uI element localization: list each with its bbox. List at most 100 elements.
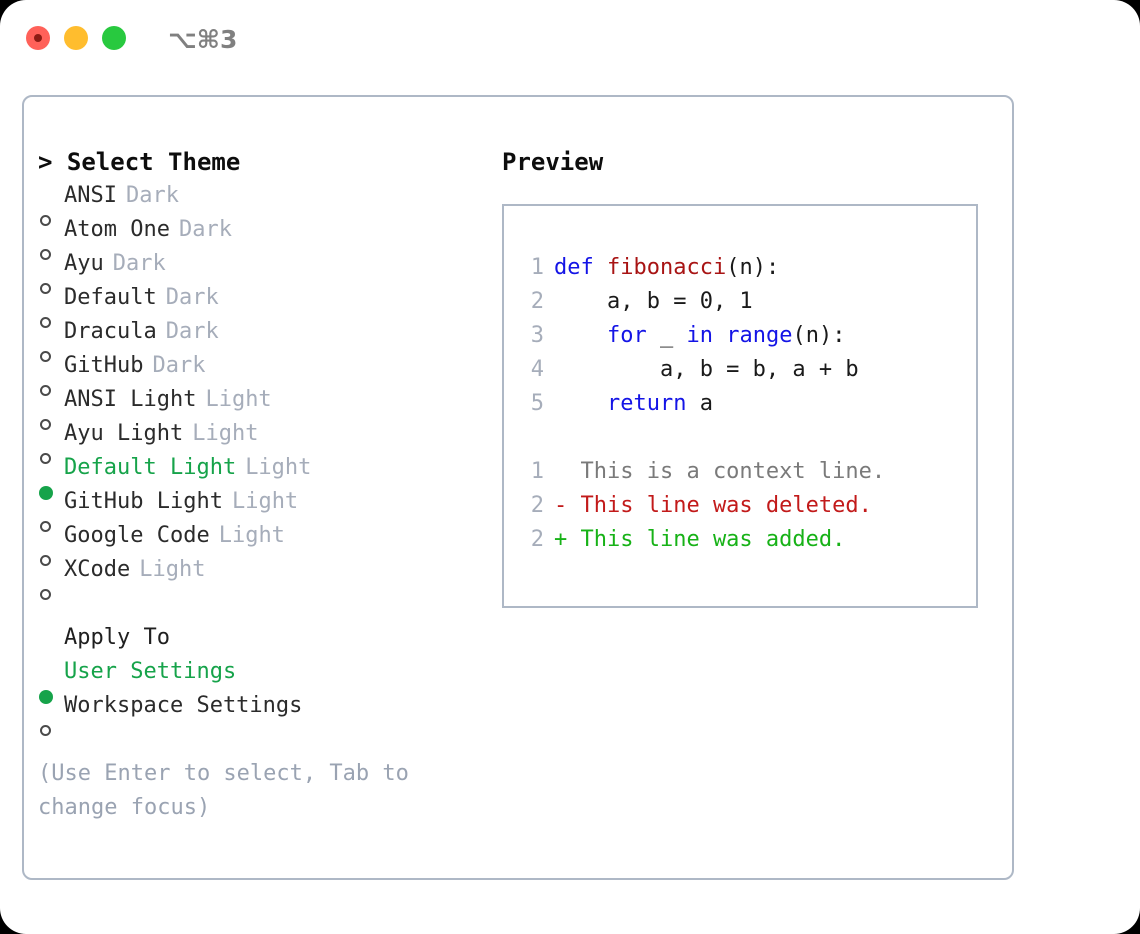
theme-option-row[interactable]: Ayu Light Light <box>38 417 478 464</box>
code-line: 3 for _ in range(n): <box>516 319 970 353</box>
apply-to-heading: Apply To <box>64 625 170 650</box>
theme-option-row[interactable]: ANSI Dark <box>38 179 478 226</box>
theme-variant-tag: Light <box>245 455 312 480</box>
diff-sample: 1 This is a context line.2- This line wa… <box>516 455 970 557</box>
theme-variant-tag: Dark <box>178 217 232 242</box>
code-line-number: 4 <box>530 357 544 382</box>
theme-option-name: Ayu Light <box>64 421 184 446</box>
diff-line-text-add: + This line was added. <box>554 527 846 552</box>
theme-variant-tag: Light <box>218 523 285 548</box>
theme-option-row[interactable]: Google Code Light <box>38 519 478 566</box>
preview-heading: Preview <box>502 148 604 176</box>
theme-variant-tag: Dark <box>152 353 206 378</box>
hollow-circle-icon <box>40 317 51 328</box>
hollow-circle-icon <box>40 249 51 260</box>
code-line-number: 2 <box>530 289 544 314</box>
diff-line-text-ctx: This is a context line. <box>554 459 886 484</box>
hollow-circle-icon <box>40 589 51 600</box>
hollow-circle-icon <box>40 385 51 396</box>
diff-line-number: 2 <box>530 527 544 552</box>
theme-option-row[interactable]: Atom One Dark <box>38 213 478 260</box>
theme-option-name: Dracula <box>64 319 157 344</box>
theme-option-name: ANSI Light <box>64 387 197 412</box>
code-line: 4 a, b = b, a + b <box>516 353 970 387</box>
code-line: 2 a, b = 0, 1 <box>516 285 970 319</box>
code-line-text: for _ in range(n): <box>554 319 845 353</box>
theme-variant-tag: Dark <box>125 183 179 208</box>
code-token-fn: fibonacci <box>606 255 727 280</box>
diff-line-text-del: - This line was deleted. <box>554 493 872 518</box>
hollow-circle-icon <box>40 521 51 532</box>
theme-variant-tag: Dark <box>112 251 166 276</box>
theme-option-name: GitHub <box>64 353 144 378</box>
theme-variant-tag: Dark <box>165 285 219 310</box>
code-line-text: a, b = 0, 1 <box>554 285 753 319</box>
theme-variant-tag: Light <box>205 387 272 412</box>
theme-option-row[interactable]: ANSI Light Light <box>38 383 478 430</box>
theme-option-row[interactable]: Default Light Light <box>38 451 478 500</box>
theme-option-name: XCode <box>64 557 131 582</box>
theme-option-row[interactable]: XCode Light <box>38 553 478 600</box>
theme-variant-tag: Light <box>192 421 259 446</box>
select-theme-heading: > Select Theme <box>38 148 241 176</box>
code-token-pl: a <box>686 391 713 416</box>
apply-to-option-row[interactable]: User Settings <box>38 655 478 704</box>
filled-dot-icon <box>39 486 53 500</box>
theme-option-row[interactable]: GitHub Dark <box>38 349 478 396</box>
list-spacer <box>38 587 478 621</box>
code-token-pl: a, b = b, a + b <box>554 357 859 382</box>
theme-option-name: Default Light <box>64 455 237 480</box>
code-line: 5 return a <box>516 387 970 421</box>
code-token-pl <box>554 391 607 416</box>
hollow-circle-icon <box>40 215 51 226</box>
minimize-window-button[interactable] <box>64 26 88 50</box>
code-token-pl: _ <box>646 323 687 348</box>
code-token-kw: for <box>606 323 647 348</box>
code-line-text: a, b = b, a + b <box>554 353 859 387</box>
code-token-pl: (n): <box>726 255 780 280</box>
keyboard-shortcut-label: ⌥⌘3 <box>168 25 238 54</box>
diff-line: 2 + This line was added. <box>516 523 970 557</box>
code-line-number: 3 <box>530 323 544 348</box>
theme-option-row[interactable]: Default Dark <box>38 281 478 328</box>
title-bar: ⌥⌘3 <box>0 0 1140 78</box>
hollow-circle-icon <box>40 283 51 294</box>
hollow-circle-icon <box>40 453 51 464</box>
hollow-circle-icon <box>40 419 51 430</box>
hollow-circle-icon <box>40 555 51 566</box>
code-line-text: return a <box>554 387 713 421</box>
maximize-window-button[interactable] <box>102 26 126 50</box>
theme-option-name: Default <box>64 285 157 310</box>
close-window-button[interactable] <box>26 26 50 50</box>
code-token-pl <box>713 323 726 348</box>
apply-to-option-row[interactable]: Workspace Settings <box>38 689 478 736</box>
theme-variant-tag: Light <box>231 489 299 514</box>
diff-line-number: 2 <box>530 493 544 518</box>
window-controls <box>26 26 126 50</box>
code-blank-line <box>516 421 970 455</box>
code-token-pl: (n): <box>792 323 846 348</box>
code-token-kw: def <box>554 255 607 280</box>
theme-option-row[interactable]: Dracula Dark <box>38 315 478 362</box>
code-token-kw: in <box>686 323 713 348</box>
theme-variant-tag: Dark <box>165 319 219 344</box>
theme-option-name: ANSI <box>64 183 117 208</box>
code-token-kw: return <box>606 391 687 416</box>
theme-variant-tag: Light <box>139 557 206 582</box>
keyboard-hint-text: (Use Enter to select, Tab to change focu… <box>38 761 409 820</box>
apply-to-option-name: Workspace Settings <box>64 693 303 718</box>
theme-option-name: Atom One <box>64 217 170 242</box>
theme-option-name: Google Code <box>64 523 210 548</box>
code-line-number: 5 <box>530 391 544 416</box>
